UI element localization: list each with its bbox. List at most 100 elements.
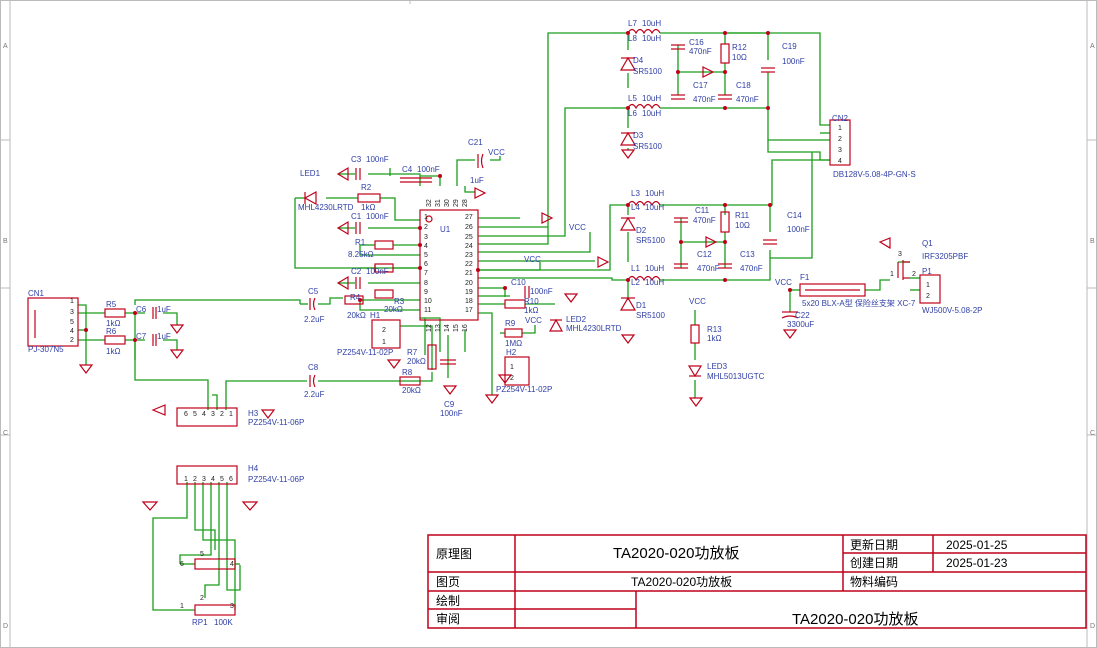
u1-pin: 32 <box>426 199 433 207</box>
row-markers: A B C D A B C D <box>3 43 1095 630</box>
r1-value: 8.25kΩ <box>348 250 374 259</box>
q1-pin: 2 <box>912 271 916 278</box>
u1-pin: 15 <box>453 324 460 332</box>
c16-value: 470nF <box>689 47 712 56</box>
h1-pin: 2 <box>382 327 386 334</box>
r6-body <box>104 335 126 345</box>
c6-value: 1uF <box>157 305 171 314</box>
c9-value: 100nF <box>440 409 463 418</box>
l7-ref: L7 <box>628 19 637 28</box>
l4-ref: L4 <box>631 203 640 212</box>
led2-value: MHL4230LRTD <box>566 324 622 333</box>
l8-value: 10uH <box>642 34 661 43</box>
h3-ref: H3 <box>248 409 259 418</box>
cn2-pin: 1 <box>838 125 842 132</box>
led2-body <box>548 318 564 332</box>
p1-value: WJ500V-5.08-2P <box>922 306 982 315</box>
d1-ref: D1 <box>636 301 647 310</box>
r3-value: 20kΩ <box>384 305 403 314</box>
d3-value: SR5100 <box>633 142 662 151</box>
l1-ref: L1 <box>631 264 640 273</box>
l2-value: 10uH <box>645 278 664 287</box>
c19-ref: C19 <box>782 42 797 51</box>
l7-value: 10uH <box>642 19 661 28</box>
rp1-ref: RP1 <box>192 618 208 627</box>
u1-pin: 13 <box>435 324 442 332</box>
r12-body <box>720 43 730 64</box>
u1-pin: 7 <box>424 270 428 277</box>
r7-value: 20kΩ <box>407 357 426 366</box>
r5-ref: R5 <box>106 300 117 309</box>
u1-pin: 24 <box>465 243 473 250</box>
u1-pin: 27 <box>465 214 473 221</box>
u1-pin: 28 <box>462 199 469 207</box>
led3-ref: LED3 <box>707 362 728 371</box>
r2-value: 1kΩ <box>361 203 375 212</box>
u1-pin: 18 <box>465 298 473 305</box>
c7-value: 1uF <box>157 332 171 341</box>
c12-ref: C12 <box>697 250 712 259</box>
r9-ref: R9 <box>505 319 516 328</box>
r6-value: 1kΩ <box>106 347 120 356</box>
c6-ref: C6 <box>136 305 147 314</box>
r8-value: 20kΩ <box>402 386 421 395</box>
u1-pin: 11 <box>424 307 431 314</box>
r4-value: 20kΩ <box>347 311 366 320</box>
h4-pin: 2 <box>193 476 197 483</box>
p1-ref: P1 <box>922 267 932 276</box>
vcc-label-r13: VCC <box>689 297 706 306</box>
create-date-label: 创建日期 <box>850 556 898 570</box>
row-marker-c-right: C <box>1090 430 1095 437</box>
d1-value: SR5100 <box>636 311 665 320</box>
update-date-value: 2025-01-25 <box>946 538 1008 552</box>
c1-value: 100nF <box>366 212 389 221</box>
u1-pin: 30 <box>444 199 451 207</box>
r1-body <box>374 240 394 250</box>
h3-body <box>176 407 238 427</box>
c14-value: 100nF <box>787 225 810 234</box>
c5-value: 2.2uF <box>304 315 325 324</box>
r8-body <box>399 376 421 386</box>
l3-body <box>627 200 661 207</box>
l1-body <box>627 275 661 282</box>
led1-ref: LED1 <box>300 169 321 178</box>
d2-ref: D2 <box>636 226 647 235</box>
row-marker-b-right: B <box>1090 238 1095 245</box>
r3-ref: R3 <box>394 297 405 306</box>
led1-body <box>303 190 317 206</box>
u1-pin: 14 <box>444 324 451 332</box>
u1-pin: 10 <box>424 298 432 305</box>
u1-pin: 19 <box>465 289 473 296</box>
c10-ref: C10 <box>511 278 526 287</box>
c22-ref: C22 <box>795 311 810 320</box>
h3-pin: 5 <box>193 411 197 418</box>
r10-value: 1kΩ <box>524 306 538 315</box>
d3-ref: D3 <box>633 131 644 140</box>
create-date-value: 2025-01-23 <box>946 556 1008 570</box>
c2-ref: C2 <box>351 267 362 276</box>
u1-pin: 5 <box>424 252 428 259</box>
d4-ref: D4 <box>633 56 644 65</box>
r9-body <box>504 328 523 338</box>
rp1-pin: 6 <box>180 561 184 568</box>
h3-pin: 1 <box>229 411 233 418</box>
row-marker-a-left: A <box>3 43 8 50</box>
rp1-pin: 1 <box>180 603 184 610</box>
q1-pin: 3 <box>898 251 902 258</box>
l2-ref: L2 <box>631 278 640 287</box>
rp1-pin: 2 <box>200 595 204 602</box>
p1-pin: 1 <box>926 282 930 289</box>
c5-ref: C5 <box>308 287 319 296</box>
d4-body <box>619 56 637 71</box>
r13-ref: R13 <box>707 325 722 334</box>
c22-value: 3300uF <box>787 320 814 329</box>
h4-pin: 6 <box>229 476 233 483</box>
vcc-label-fuse: VCC <box>775 278 792 287</box>
l7-body <box>627 28 661 35</box>
d2-value: SR5100 <box>636 236 665 245</box>
h2-pin: 1 <box>510 364 514 371</box>
cn1-pin: 3 <box>70 309 74 316</box>
c11-value: 470nF <box>693 216 716 225</box>
r12-value: 10Ω <box>732 53 747 62</box>
